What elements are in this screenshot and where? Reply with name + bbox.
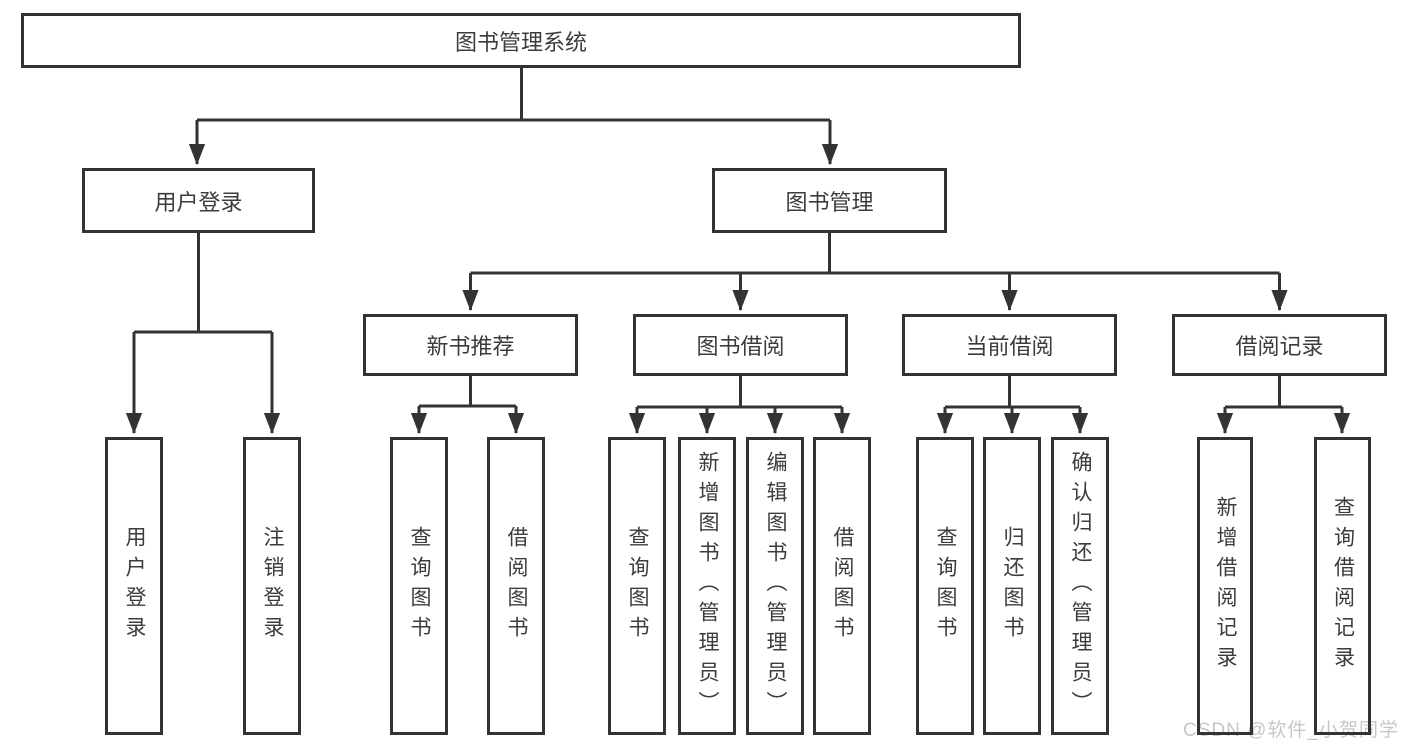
csdn-watermark: CSDN @软件_小贺同学 [1183,720,1399,741]
leaf-borrowing-edit-books-admin: 编辑图书（管理员） [746,437,804,735]
node-book-borrowing: 图书借阅 [633,314,848,376]
connector-borrow-records-subtree [1216,376,1351,435]
leaf-logout: 注销登录 [243,437,301,735]
node-current-borrowing: 当前借阅 [902,314,1117,376]
leaf-borrowing-add-books-admin: 新增图书（管理员） [678,437,736,735]
connector-user-login-subtree [125,233,281,435]
leaf-current-confirm-return-admin: 确认归还（管理员） [1051,437,1109,735]
node-library-system: 图书管理系统 [21,13,1021,68]
leaf-borrowing-borrow-books: 借阅图书 [813,437,871,735]
leaf-current-return-books: 归还图书 [983,437,1041,735]
connector-current-borrowing-subtree [936,376,1089,435]
leaf-current-query-books: 查询图书 [916,437,974,735]
leaf-borrowing-query-books: 查询图书 [608,437,666,735]
leaf-recommend-borrow-books: 借阅图书 [487,437,545,735]
connector-book-borrowing-subtree [628,376,851,435]
node-user-login: 用户登录 [82,168,315,233]
node-new-book-recommendation: 新书推荐 [363,314,578,376]
node-borrow-records: 借阅记录 [1172,314,1387,376]
leaf-recommend-query-books: 查询图书 [390,437,448,735]
connector-new-book-subtree [410,376,525,435]
leaf-records-query-record: 查询借阅记录 [1314,437,1371,735]
connector-book-management-subtree [462,233,1288,312]
connector-root-to-level2 [188,68,839,166]
node-book-management: 图书管理 [712,168,947,233]
leaf-user-login: 用户登录 [105,437,163,735]
leaf-records-add-record: 新增借阅记录 [1197,437,1253,735]
